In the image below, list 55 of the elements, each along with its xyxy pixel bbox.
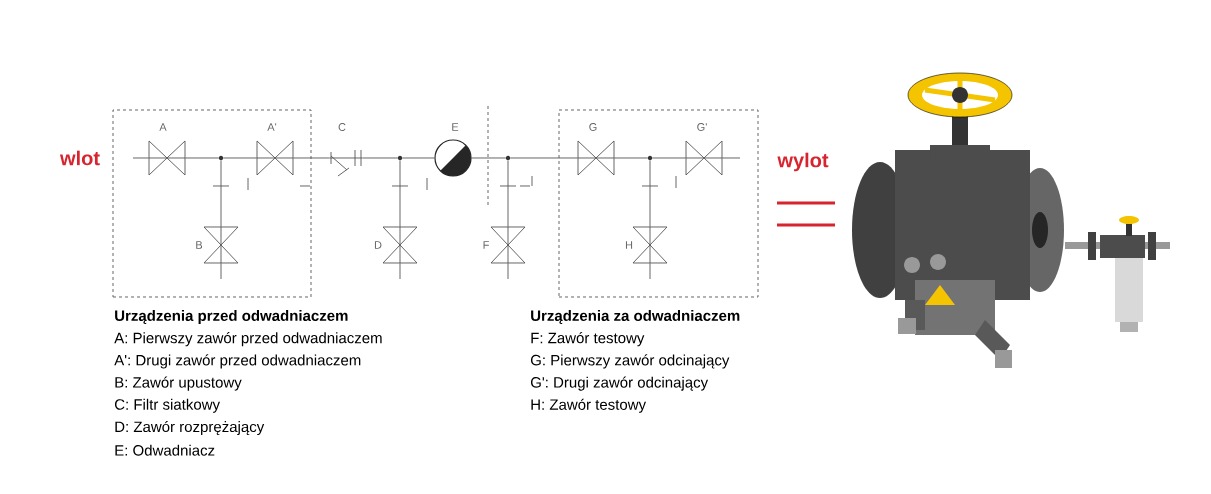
list-item: G': Drugi zawór odcinający — [530, 376, 709, 391]
valve-letter: A — [159, 123, 167, 131]
pipe-line — [721, 157, 741, 159]
pipe-line — [184, 157, 219, 159]
pipe-line — [507, 262, 509, 280]
pipe-line — [471, 157, 506, 159]
strainer-symbol — [329, 149, 363, 177]
pipe-line — [361, 157, 398, 159]
valve-symbol — [256, 140, 294, 176]
list-item: C: Filtr siatkowy — [115, 398, 220, 413]
valve-symbol — [203, 226, 239, 264]
pipe-line — [132, 157, 150, 159]
list-item: A: Pierwszy zawór przed odwadniaczem — [114, 332, 382, 347]
list-item: F: Zawór testowy — [531, 332, 645, 347]
port-label: wlot — [59, 150, 100, 166]
valve-symbol — [577, 140, 615, 176]
pipe-line — [223, 157, 258, 159]
pipe-line — [649, 262, 651, 280]
valve-symbol — [632, 226, 668, 264]
pipe-line — [220, 160, 222, 228]
valve-letter: G — [589, 123, 597, 131]
pipe-line — [399, 160, 401, 228]
pipe-line — [510, 157, 579, 159]
list-item: H: Zawór testowy — [531, 398, 646, 413]
pipe-line — [649, 160, 651, 228]
list-item: D: Zawór rozprężający — [115, 420, 265, 436]
pipe-line — [613, 157, 648, 159]
valve-symbol — [148, 140, 186, 176]
valve-letter: A' — [267, 123, 277, 131]
pipe-line — [402, 157, 435, 159]
valve-letter: F — [483, 241, 489, 249]
valve-letter: E — [452, 123, 459, 131]
list-heading: Urządzenia za odwadniaczem — [531, 310, 740, 324]
valve-symbol — [382, 226, 418, 264]
pipe-line — [507, 160, 509, 228]
port-label: wylot — [777, 152, 829, 172]
dashed-frame — [112, 109, 312, 298]
list-item: B: Zawór upustowy — [115, 376, 242, 391]
list-item: A': Drugi zawór przed odwadniaczem — [114, 354, 361, 369]
pipe-line — [652, 157, 687, 159]
pipe-line — [292, 157, 331, 159]
steam-trap-symbol — [434, 139, 472, 177]
valve-letter: D — [374, 241, 382, 249]
list-item: E: Odwadniacz — [115, 444, 215, 456]
valve-symbol — [490, 226, 526, 264]
valve-letter: B — [196, 241, 203, 249]
list-item: G: Pierwszy zawór odcinający — [530, 354, 730, 369]
list-heading: Urządzenia przed odwadniaczem — [115, 310, 348, 324]
dashed-frame — [558, 109, 759, 298]
valve-letter: H — [625, 241, 633, 249]
valve-symbol — [685, 140, 723, 176]
valve-letter: C — [338, 123, 346, 131]
pipe-line — [220, 262, 222, 280]
pipe-line — [399, 262, 401, 280]
valve-letter: G' — [697, 123, 707, 131]
